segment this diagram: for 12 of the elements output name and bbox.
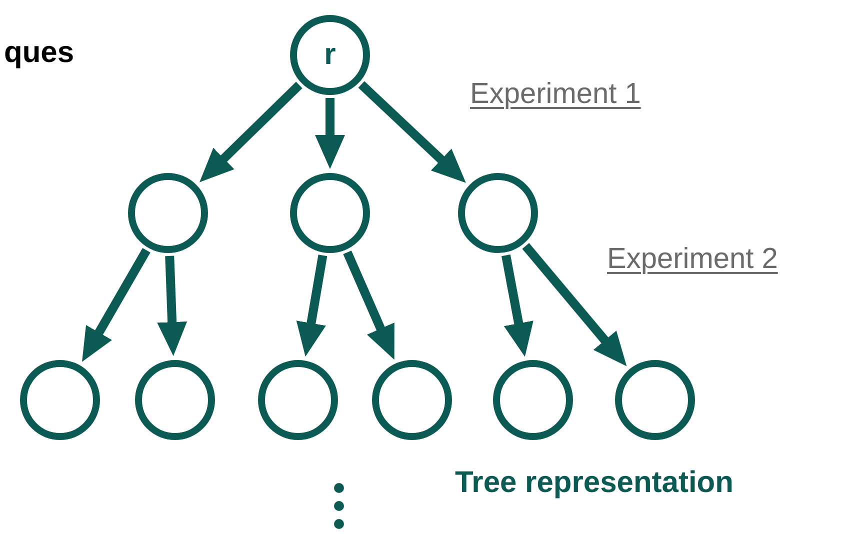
arrow	[315, 98, 345, 169]
arrow	[296, 254, 328, 357]
arrow	[358, 81, 466, 183]
experiment-label: Experiment 2	[607, 245, 778, 274]
arrow	[157, 256, 188, 356]
node-label: r	[324, 40, 336, 70]
arrow	[501, 254, 534, 357]
experiment-label: Experiment 1	[470, 80, 641, 109]
arrow	[343, 250, 394, 360]
arrow	[200, 82, 302, 182]
heading-fragment: ques	[4, 38, 74, 68]
caption-text: Tree representation	[455, 468, 734, 498]
